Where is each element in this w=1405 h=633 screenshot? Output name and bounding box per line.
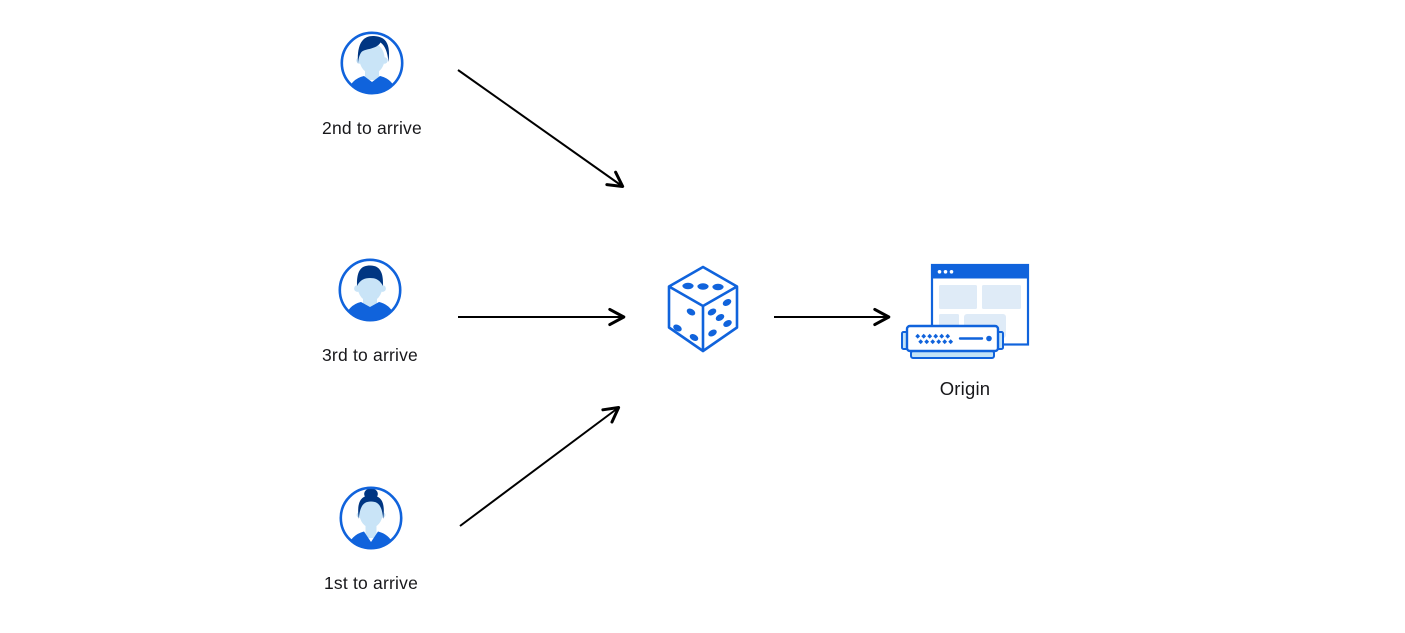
client-label-second: 2nd to arrive (322, 118, 422, 138)
client-label-first: 1st to arrive (323, 573, 419, 593)
arrow-second-to-dice (457, 69, 625, 188)
server-status-led (985, 335, 992, 342)
origin-browser-server-icon (900, 263, 1029, 359)
user-avatar-woman-bun-icon (339, 486, 403, 550)
dice-icon (667, 265, 739, 353)
server-icon (900, 324, 1004, 359)
client-node-third: 3rd to arrive (295, 257, 445, 366)
client-node-second: 2nd to arrive (297, 30, 447, 139)
arrow-first-to-dice (459, 406, 621, 527)
origin-label: Origin (939, 378, 991, 399)
user-avatar-man-quiff-icon (340, 31, 404, 95)
client-label-third: 3rd to arrive (322, 345, 418, 365)
randomizer-node (666, 264, 740, 354)
user-avatar-man-flattop-icon (338, 258, 402, 322)
client-node-first: 1st to arrive (296, 485, 446, 594)
origin-node: Origin (895, 262, 1035, 400)
